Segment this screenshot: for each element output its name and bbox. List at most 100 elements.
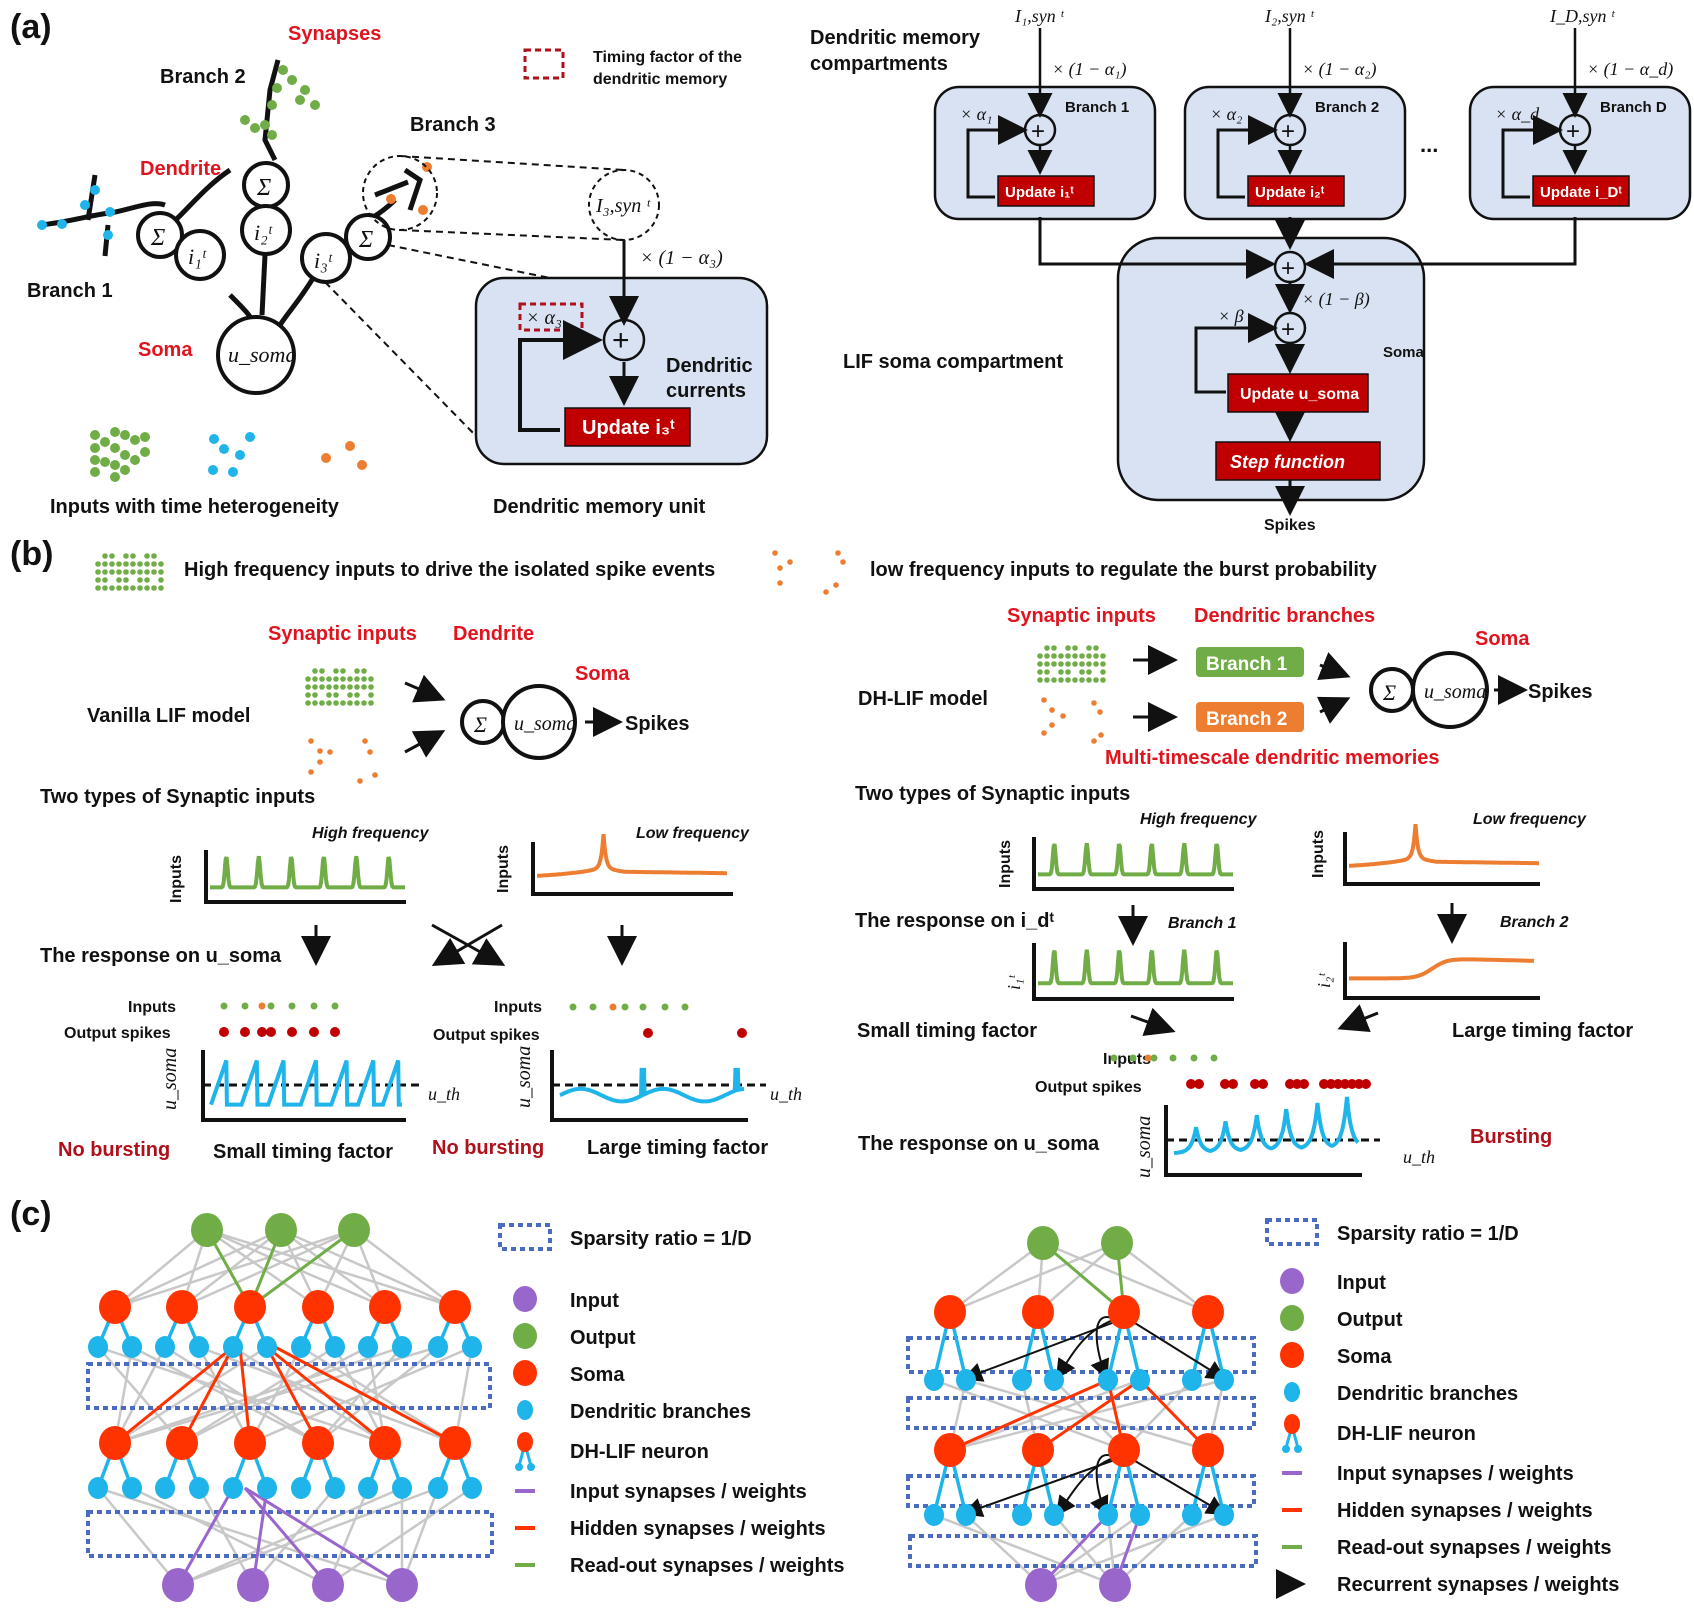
plus-icon: +: [1281, 118, 1295, 145]
plot-axes: [201, 1050, 406, 1122]
input-dot: [305, 692, 311, 698]
input-dot: [95, 561, 101, 567]
signal-line: [210, 855, 405, 890]
input-dot: [347, 700, 353, 706]
input-dot: [151, 553, 157, 559]
input-dot: [361, 684, 367, 690]
arrow: [1130, 1007, 1176, 1037]
raster-dot: [589, 1003, 597, 1011]
plus-icon: +: [1566, 118, 1580, 145]
dendritic-branch-node: [291, 1336, 311, 1358]
raster-dot: [1190, 1054, 1198, 1062]
soma-feedback-arrow: [1194, 313, 1278, 394]
dh-raster: [1110, 1054, 1371, 1089]
synapse-line: [97, 1486, 403, 1587]
synapse-line: [353, 1229, 456, 1308]
inputs-axis-label: Inputs: [1310, 830, 1327, 878]
compartments-title: compartments: [810, 53, 948, 75]
dendritic-branch-node: [1044, 1504, 1064, 1526]
response-id-label: The response on i_dᵗ: [855, 910, 1054, 932]
input-dot: [1100, 653, 1106, 659]
input-dot: [158, 577, 164, 583]
input-dot: [1065, 661, 1071, 667]
soma-node: [234, 1426, 266, 1460]
raster-dot: [1169, 1054, 1177, 1062]
input-dot: [1060, 713, 1066, 719]
soma-node: [439, 1426, 471, 1460]
soma-node: [99, 1426, 131, 1460]
soma-sum-node: [1273, 250, 1307, 284]
synapse-line: [1040, 1513, 1141, 1587]
input-dot: [340, 700, 346, 706]
soma-node: [369, 1290, 401, 1324]
input-dot: [1072, 661, 1078, 667]
dendrite-legend-icon: [517, 1400, 533, 1420]
readout-synapse: [1042, 1241, 1125, 1314]
dendritic-branch-node: [189, 1477, 209, 1499]
dendritic-branch-node: [1044, 1369, 1064, 1391]
input-dot: [130, 569, 136, 575]
dh-low-frequency-dots: [1041, 697, 1104, 744]
synapse-line: [114, 1345, 403, 1445]
dendritic-branch-node: [88, 1336, 108, 1358]
sparsity-box: [906, 1336, 1256, 1374]
soma-node: [1022, 1433, 1054, 1467]
hidden-synapse: [114, 1345, 234, 1445]
soma-node: [1108, 1295, 1140, 1329]
ellipsis: ...: [1420, 132, 1438, 157]
synapse-line: [1042, 1241, 1209, 1314]
large-timing-factor-label: Large timing factor: [1452, 1020, 1633, 1042]
input-dot: [1097, 709, 1103, 715]
arrow: [1337, 1004, 1379, 1033]
input-dot: [1086, 669, 1092, 675]
update-branch-box: [1247, 175, 1345, 207]
soma-node: [1192, 1295, 1224, 1329]
input-dot: [1093, 661, 1099, 667]
feedback-a3-label: × α₃: [526, 307, 562, 329]
input-dot: [317, 748, 323, 754]
hidden-synapse: [1037, 1378, 1141, 1452]
synapse-line: [131, 1486, 329, 1587]
dhlif-legend-icon: [1284, 1414, 1300, 1434]
input-dot: [116, 569, 122, 575]
soma-legend-icon: [1280, 1342, 1304, 1368]
synapse-line: [197, 1487, 255, 1586]
soma-node: [166, 1290, 198, 1324]
input-dot: [347, 676, 353, 682]
legend-item-label: Dendritic branches: [570, 1401, 751, 1423]
soma-legend-icon: [513, 1360, 537, 1386]
dhlif-icon-dendrite: [1294, 1445, 1302, 1453]
input-dots-green: [90, 427, 150, 482]
input-dot: [1051, 653, 1057, 659]
branch2-current-node: [240, 204, 292, 256]
input-dot: [333, 692, 339, 698]
hidden-synapse: [949, 1378, 1109, 1452]
soma-node: [302, 1426, 334, 1460]
input-dot: [354, 700, 360, 706]
dendritic-branch-node: [1182, 1369, 1202, 1391]
plus-icon: +: [1031, 118, 1045, 145]
panel-label-c: (c): [10, 1195, 52, 1233]
input-dot: [326, 692, 332, 698]
raster-dot: [737, 1028, 747, 1038]
two-types-label: Two types of Synaptic inputs: [855, 783, 1130, 805]
update-branch-box: [1532, 175, 1630, 207]
no-bursting-label: No bursting: [58, 1139, 170, 1161]
input-dot: [312, 668, 318, 674]
raster-dot: [1299, 1079, 1309, 1089]
input-dot: [1044, 669, 1050, 675]
input-dot: [1091, 738, 1097, 744]
input-dot: [144, 561, 150, 567]
input-dot: [354, 692, 360, 698]
spikes-output-label: Spikes: [1264, 517, 1316, 534]
raster-dot: [1354, 1079, 1364, 1089]
output-spikes-row-label: Output spikes: [64, 1025, 171, 1042]
input-dot: [137, 569, 143, 575]
input-dot: [95, 577, 101, 583]
recurrent-synapse: [1055, 1317, 1119, 1380]
inputs-axis-label: Inputs: [495, 845, 512, 893]
I3syn-label: I₃,syn ᵗ: [595, 195, 651, 217]
hidden-synapse-legend-icon: [1282, 1508, 1302, 1512]
input-dot: [312, 684, 318, 690]
